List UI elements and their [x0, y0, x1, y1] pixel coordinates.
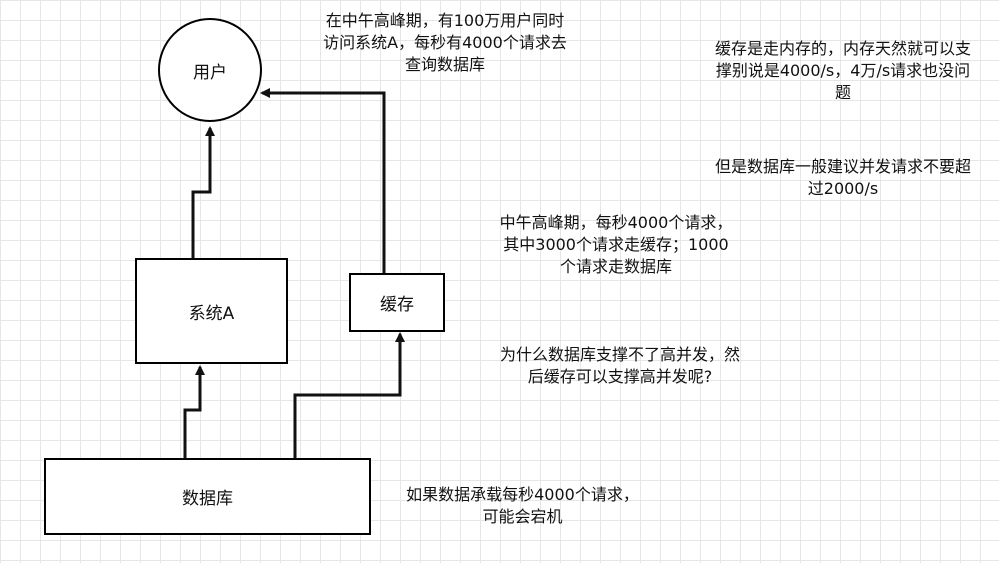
system-a-label: 系统A — [188, 303, 235, 324]
database-label: 数据库 — [182, 489, 233, 509]
arrow-database-to-cache — [293, 332, 405, 458]
arrow-system-a-to-user — [191, 126, 215, 258]
note-peak-users-text: 在中午高峰期，有100万用户同时访问系统A，每秒有4000个请求去查询数据库 — [323, 11, 567, 74]
note-db-crash: 如果数据承载每秒4000个请求，可能会宕机 — [405, 484, 640, 528]
user-node: 用户 — [158, 18, 262, 122]
note-why-question: 为什么数据库支撑不了高并发，然后缓存可以支撑高并发呢? — [498, 344, 742, 388]
arrow-cache-to-user — [260, 88, 386, 273]
user-label: 用户 — [193, 62, 227, 83]
cache-label: 缓存 — [380, 295, 414, 315]
note-peak-split: 中午高峰期，每秒4000个请求，其中3000个请求走缓存；1000个请求走数据库 — [498, 212, 734, 278]
note-db-crash-text: 如果数据承载每秒4000个请求，可能会宕机 — [406, 485, 639, 526]
system-a-node: 系统A — [135, 258, 288, 364]
database-node: 数据库 — [44, 458, 371, 535]
note-cache-memory: 缓存是走内存的，内存天然就可以支撑别说是4000/s，4万/s请求也没问题 — [708, 38, 978, 104]
note-why-question-text: 为什么数据库支撑不了高并发，然后缓存可以支撑高并发呢? — [499, 345, 740, 386]
note-peak-users: 在中午高峰期，有100万用户同时访问系统A，每秒有4000个请求去查询数据库 — [322, 10, 568, 76]
cache-node: 缓存 — [349, 273, 445, 332]
arrow-database-to-system-a — [183, 365, 205, 458]
note-db-limit-text: 但是数据库一般建议并发请求不要超过2000/s — [714, 157, 971, 198]
note-db-limit: 但是数据库一般建议并发请求不要超过2000/s — [708, 156, 978, 200]
note-peak-split-text: 中午高峰期，每秒4000个请求，其中3000个请求走缓存；1000个请求走数据库 — [499, 213, 733, 276]
note-cache-memory-text: 缓存是走内存的，内存天然就可以支撑别说是4000/s，4万/s请求也没问题 — [714, 39, 971, 102]
